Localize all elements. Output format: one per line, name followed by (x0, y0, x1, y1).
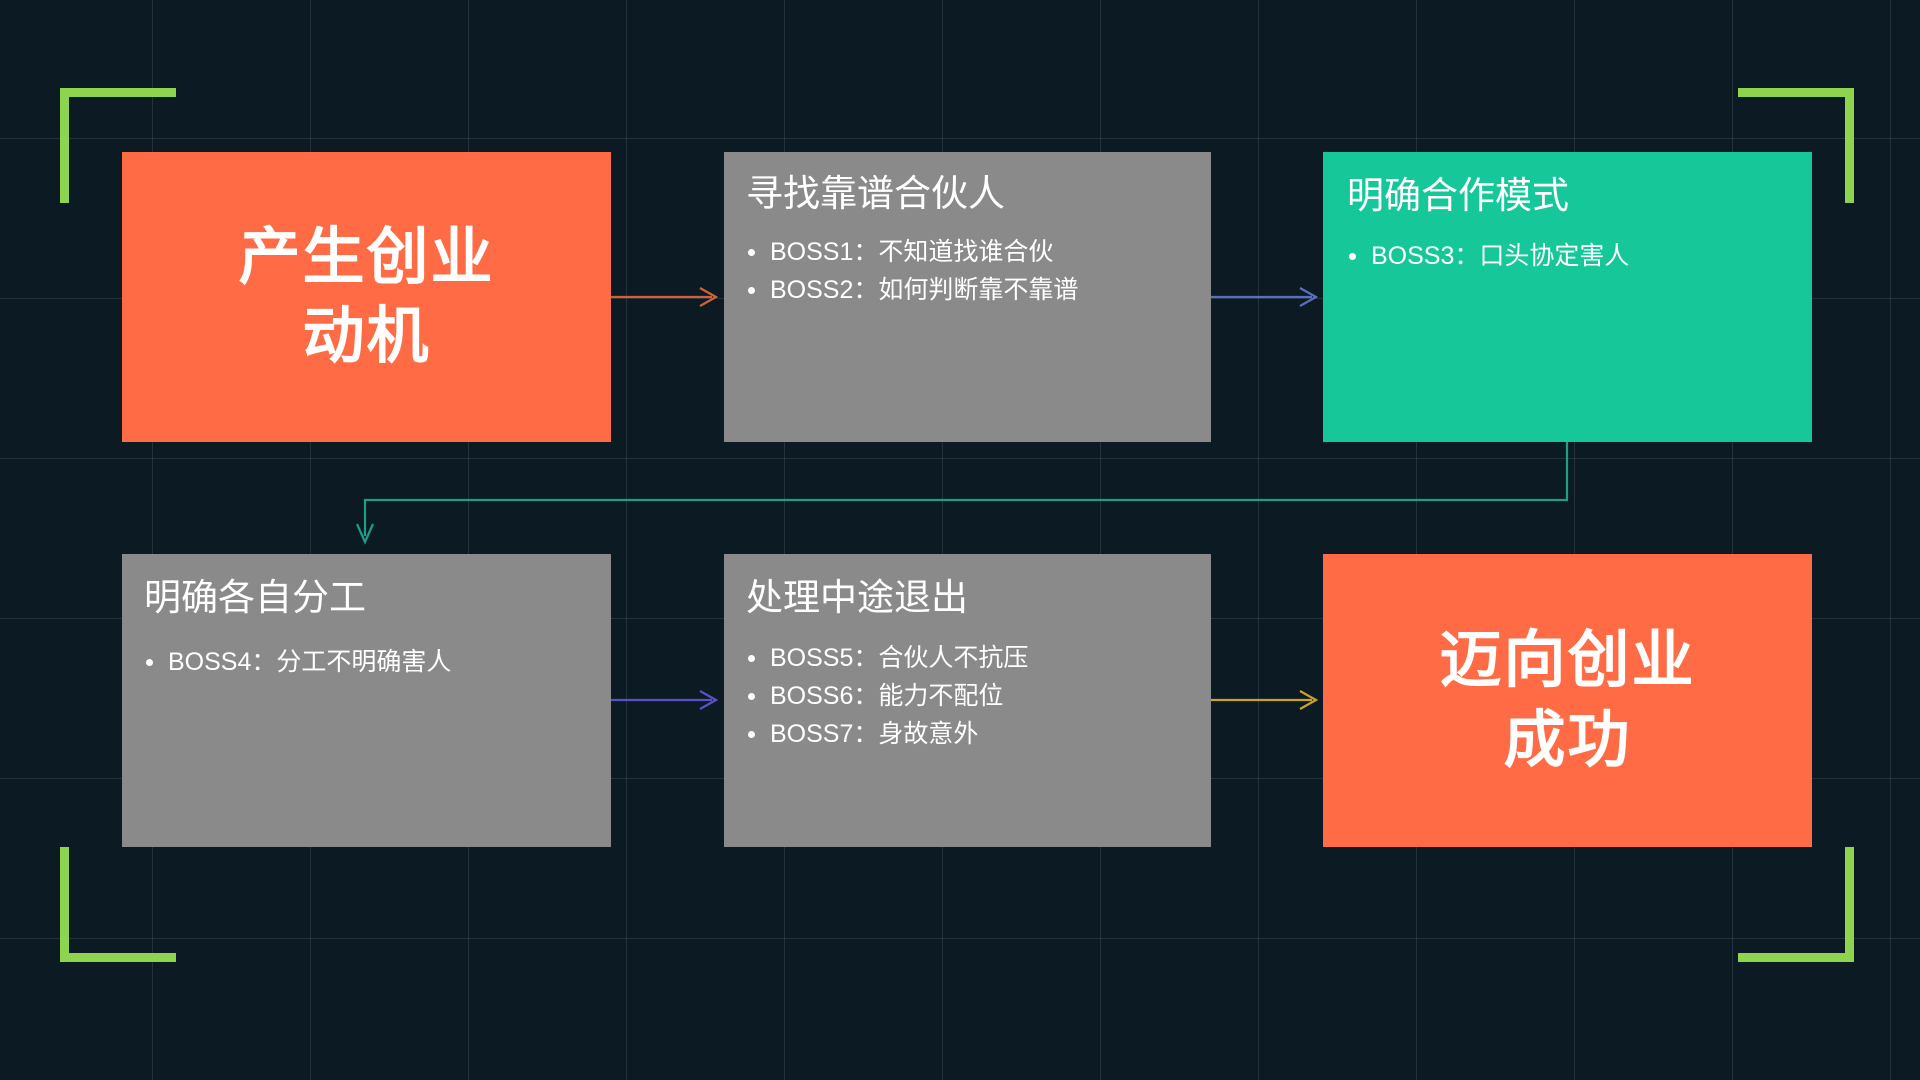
flow-box-clarify-division-of-labor[interactable]: 明确各自分工 BOSS4：分工不明确害人 (122, 554, 611, 847)
flow-box-title: 明确各自分工 (144, 577, 366, 618)
bracket-horizontal-bar (1738, 953, 1854, 962)
arrow-4-to-5 (611, 690, 719, 710)
arrow-2-to-3 (1211, 287, 1319, 307)
list-item: BOSS7：身故意外 (744, 715, 1211, 753)
flow-box-bullet-list: BOSS1：不知道找谁合伙 BOSS2：如何判断靠不靠谱 (744, 233, 1211, 309)
arrow-5-to-6 (1211, 690, 1319, 710)
bracket-bottom-left-icon (60, 847, 176, 962)
flow-box-clarify-cooperation-mode[interactable]: 明确合作模式 BOSS3：口头协定害人 (1323, 152, 1812, 442)
flow-box-find-partner[interactable]: 寻找靠谱合伙人 BOSS1：不知道找谁合伙 BOSS2：如何判断靠不靠谱 (724, 152, 1211, 442)
bracket-top-left-icon (60, 88, 176, 203)
list-item: BOSS5：合伙人不抗压 (744, 639, 1211, 677)
flow-box-title: 寻找靠谱合伙人 (746, 173, 1005, 214)
flow-box-title: 产生创业 动机 (238, 222, 495, 371)
flow-box-handle-midway-exit[interactable]: 处理中途退出 BOSS5：合伙人不抗压 BOSS6：能力不配位 BOSS7：身故… (724, 554, 1211, 847)
flow-box-title: 处理中途退出 (746, 577, 968, 618)
list-item: BOSS3：口头协定害人 (1345, 237, 1812, 275)
bracket-vertical-bar (60, 847, 69, 962)
flow-box-title: 迈向创业 成功 (1439, 626, 1696, 775)
flow-box-bullet-list: BOSS5：合伙人不抗压 BOSS6：能力不配位 BOSS7：身故意外 (744, 639, 1211, 753)
bracket-vertical-bar (1845, 847, 1854, 962)
flow-box-toward-success[interactable]: 迈向创业 成功 (1323, 554, 1812, 847)
bracket-horizontal-bar (1738, 88, 1854, 97)
flow-box-produce-motivation[interactable]: 产生创业 动机 (122, 152, 611, 442)
arrow-1-to-2 (611, 287, 719, 307)
bracket-horizontal-bar (60, 88, 176, 97)
bracket-bottom-right-icon (1738, 847, 1854, 962)
list-item: BOSS1：不知道找谁合伙 (744, 233, 1211, 271)
flow-box-title: 明确合作模式 (1347, 175, 1569, 216)
flow-box-bullet-list: BOSS4：分工不明确害人 (142, 643, 611, 681)
flow-box-bullet-list: BOSS3：口头协定害人 (1345, 237, 1812, 275)
arrow-3-to-4 (355, 442, 1569, 545)
bracket-vertical-bar (60, 88, 69, 203)
list-item: BOSS2：如何判断靠不靠谱 (744, 271, 1211, 309)
bracket-top-right-icon (1738, 88, 1854, 203)
list-item: BOSS6：能力不配位 (744, 677, 1211, 715)
list-item: BOSS4：分工不明确害人 (142, 643, 611, 681)
bracket-vertical-bar (1845, 88, 1854, 203)
bracket-horizontal-bar (60, 953, 176, 962)
